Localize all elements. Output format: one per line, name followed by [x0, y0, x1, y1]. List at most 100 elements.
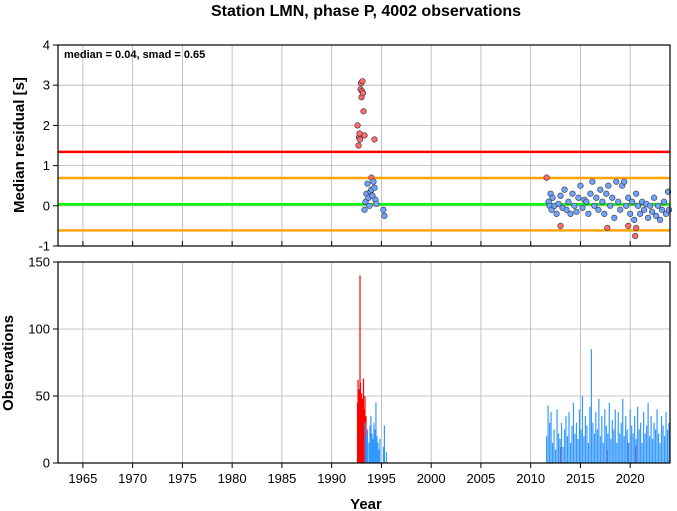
residual-point [660, 198, 668, 205]
x-tick-label: 2005 [466, 471, 495, 486]
residual-point [569, 190, 576, 197]
residual-point [613, 178, 620, 185]
residual-plot-background [58, 45, 670, 246]
residual-point [656, 216, 664, 223]
residual-point [360, 108, 367, 115]
residual-point [573, 208, 580, 215]
residual-point [567, 210, 574, 217]
y-tick-label: -1 [38, 239, 50, 254]
residual-point [621, 178, 628, 185]
residual-point [583, 198, 590, 205]
residual-point [361, 132, 368, 139]
x-tick-label: 1970 [118, 471, 147, 486]
residual-point [543, 174, 550, 181]
residual-point [373, 200, 380, 207]
residual-point [652, 212, 660, 219]
y-tick-label: 100 [28, 322, 50, 337]
year-x-axis-label: Year [350, 496, 382, 511]
x-tick-label: 1985 [267, 471, 296, 486]
residual-point [364, 180, 371, 187]
residual-point [654, 202, 662, 209]
residual-point [597, 186, 604, 193]
residual-point [615, 198, 622, 205]
y-tick-label: 2 [43, 118, 50, 133]
residual-point [633, 224, 640, 232]
residual-point [355, 142, 362, 149]
residual-point [604, 224, 611, 232]
residual-point [380, 206, 387, 213]
residual-point [587, 190, 594, 197]
y-tick-label: 0 [43, 198, 50, 213]
y-tick-label: 3 [43, 78, 50, 93]
residual-point [611, 214, 618, 221]
residual-point [650, 194, 658, 201]
residual-point [361, 206, 368, 213]
residual-point [356, 136, 364, 143]
x-tick-label: 2000 [417, 471, 446, 486]
residual-point [591, 202, 598, 209]
residual-point [601, 210, 608, 217]
residual-y-axis-label: Median residual [s] [11, 77, 28, 213]
residual-point [577, 182, 584, 189]
residual-point [605, 182, 612, 189]
observations-bars [356, 275, 670, 463]
residual-point [627, 210, 634, 217]
residual-point [648, 208, 656, 215]
residual-point [658, 206, 666, 213]
residual-point [625, 194, 632, 201]
stats-annotation: median = 0.04, smad = 0.65 [64, 49, 205, 61]
residual-point [593, 194, 600, 201]
residual-point [617, 206, 624, 213]
observations-y-ticks: 0 50 100 150 [28, 255, 58, 471]
residual-point [571, 202, 578, 209]
residual-point [370, 178, 377, 185]
x-tick-label: 1975 [168, 471, 197, 486]
residual-point [557, 222, 564, 229]
residual-point [575, 194, 582, 201]
y-tick-label: 0 [43, 456, 50, 471]
residual-point [631, 216, 638, 223]
residual-point [646, 202, 654, 209]
residual-point [561, 186, 568, 193]
residual-point [665, 206, 673, 213]
residual-panel: median = 0.04, smad = 0.65 -1 0 1 2 3 4 Media… [11, 38, 673, 254]
residual-point [359, 90, 367, 97]
residual-point [359, 78, 366, 85]
observations-y-axis-label: Observations [0, 315, 17, 411]
residual-point [381, 212, 388, 219]
chart-title: Station LMN, phase P, 4002 observations [211, 3, 521, 20]
y-tick-label: 1 [43, 158, 50, 173]
residual-point [585, 210, 592, 217]
residual-point [555, 200, 562, 207]
residual-point [589, 178, 596, 185]
x-tick-label: 2020 [616, 471, 645, 486]
residual-point [607, 202, 614, 209]
x-tick-label: 1995 [367, 471, 396, 486]
x-tick-label: 1965 [68, 471, 97, 486]
residual-point [632, 232, 639, 240]
residual-point [633, 190, 640, 197]
y-tick-label: 150 [28, 255, 50, 270]
residual-point [637, 210, 644, 217]
residual-point [553, 210, 560, 217]
y-tick-label: 50 [36, 389, 50, 404]
residual-points [354, 78, 673, 240]
residual-point [371, 136, 378, 143]
residual-point [595, 206, 602, 213]
residual-y-ticks: -1 0 1 2 3 4 [38, 38, 58, 254]
residual-plot-frame [57, 44, 671, 247]
residual-point [603, 190, 610, 197]
x-tick-label: 1980 [218, 471, 247, 486]
residual-point [609, 194, 616, 201]
residual-point [565, 198, 572, 205]
residual-point [563, 206, 570, 213]
y-tick-label: 4 [43, 38, 50, 53]
residual-point [366, 202, 373, 209]
x-tick-label: 2010 [516, 471, 545, 486]
residual-point [354, 122, 361, 129]
residual-point [549, 194, 556, 201]
residual-point [625, 222, 632, 229]
observations-plot-frame [57, 261, 671, 464]
